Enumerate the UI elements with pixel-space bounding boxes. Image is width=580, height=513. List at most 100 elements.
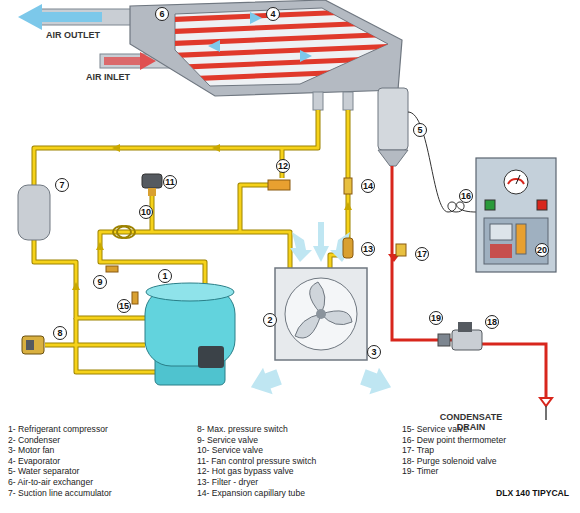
drain-outlet: [545, 406, 547, 420]
part-list-entry: 12- Hot gas bypass valve: [197, 467, 294, 477]
alarm-lamp: [537, 200, 547, 210]
air-flow-arrow: [208, 40, 220, 52]
compressor-top: [146, 283, 234, 301]
fan-ring: [285, 278, 357, 350]
condenser: [275, 268, 367, 360]
callout-number: 12: [276, 159, 290, 173]
flow-arrow: [212, 144, 220, 152]
part-list-entry: 3- Motor fan: [8, 446, 54, 456]
bypass-pipe: [240, 185, 268, 232]
solenoid-valve: [452, 330, 482, 350]
switch-pipe: [45, 344, 145, 347]
part-list-entry: 10- Service valve: [197, 446, 263, 456]
callout-number: 15: [117, 299, 131, 313]
capillary-tube: [344, 178, 352, 194]
air-arrow: [290, 232, 312, 262]
part-list-entry: 2- Condenser: [8, 436, 60, 446]
discharge-pipe: [100, 232, 290, 288]
callout-number: 17: [415, 247, 429, 261]
flow-arrow: [344, 202, 352, 210]
callout-number: 14: [361, 179, 375, 193]
fin-stripe: [160, 22, 400, 32]
callout-number: 10: [139, 205, 153, 219]
thermometer-capillary: [408, 112, 476, 212]
service-valve: [132, 292, 138, 304]
separator-drain: [378, 150, 408, 166]
air-arrow: [358, 364, 396, 401]
callout-number: 3: [367, 345, 381, 359]
air-flow-arrow: [300, 50, 312, 62]
air-arrow: [330, 232, 352, 262]
evaporator-port: [313, 92, 323, 110]
part-list-entry: 1- Refrigerant compressor: [8, 425, 108, 435]
timer-board: [490, 224, 512, 240]
outlet-arrow-body: [42, 12, 102, 22]
evaporator-port: [343, 92, 353, 110]
part-list-entry: 7- Suction line accumulator: [8, 489, 112, 499]
max-pressure-switch: [22, 336, 44, 354]
air-arrow: [246, 364, 284, 401]
pressure-switch: [142, 174, 162, 188]
callout-number: 13: [361, 242, 375, 256]
callout-number: 16: [459, 189, 473, 203]
part-list-entry: 4- Evaporator: [8, 457, 60, 467]
part-list-entry: 5- Water separator: [8, 467, 79, 477]
flow-arrow: [96, 242, 104, 250]
callout-number: 6: [155, 7, 169, 21]
callout-number: 20: [535, 243, 549, 257]
callout-number: 7: [55, 178, 69, 192]
dew-point-gauge: [504, 170, 528, 194]
solenoid-coil: [458, 322, 472, 332]
air-label: AIR OUTLET: [46, 30, 100, 40]
part-list-entry: 15- Service valve: [402, 425, 468, 435]
capillary-coil: [113, 226, 131, 238]
suction-pipe: [34, 110, 318, 185]
bypass-valve: [268, 180, 290, 190]
trap: [396, 244, 406, 256]
callout-number: 2: [263, 313, 277, 327]
air-label: AIR INLET: [86, 72, 130, 82]
bypass-pipe: [240, 185, 268, 232]
filter-dryer: [343, 238, 353, 258]
air-flow-arrow: [250, 12, 262, 24]
terminal-box: [198, 346, 224, 368]
callout-number: 9: [93, 275, 107, 289]
switch-fitting: [148, 188, 156, 196]
fin-stripe: [160, 70, 400, 80]
flow-arrow: [112, 144, 120, 152]
accumulator-pipe: [34, 240, 145, 318]
switch-pipe: [45, 343, 145, 348]
callout-number: 4: [266, 7, 280, 21]
control-panel: [476, 158, 556, 272]
outlet-pipe: [40, 9, 140, 25]
fan-blades: [295, 282, 352, 338]
fin-stripe: [160, 46, 400, 56]
part-list-entry: 9- Service valve: [197, 436, 258, 446]
accumulator-pipe: [34, 240, 145, 318]
flow-arrow: [72, 282, 80, 290]
fin-stripe: [160, 10, 400, 20]
gauge-needle: [516, 175, 520, 184]
callout-number: 5: [413, 123, 427, 137]
contactor: [516, 224, 526, 254]
relay: [490, 244, 512, 258]
callout-number: 18: [485, 315, 499, 329]
model-caption: DLX 140 TIPYCAL: [496, 489, 569, 499]
accumulator: [18, 185, 50, 240]
callout-number: 11: [163, 175, 177, 189]
water-separator: [378, 88, 408, 150]
part-list-entry: 6- Air-to-air exchanger: [8, 478, 93, 488]
evaporator-fins: [160, 10, 400, 80]
fan-hub: [316, 309, 326, 319]
part-list-entry: 16- Dew point thermometer: [402, 436, 506, 446]
switch-button: [485, 200, 495, 210]
drain-funnel: [540, 398, 552, 406]
fin-stripe: [160, 34, 400, 44]
part-list-entry: 17- Trap: [402, 446, 434, 456]
terminal-compartment: [484, 218, 548, 264]
part-list-entry: 14- Expansion capillary tube: [197, 489, 305, 499]
part-list-entry: 8- Max. pressure switch: [197, 425, 288, 435]
part-list-entry: 19- Timer: [402, 467, 438, 477]
callout-number: 1: [158, 269, 172, 283]
